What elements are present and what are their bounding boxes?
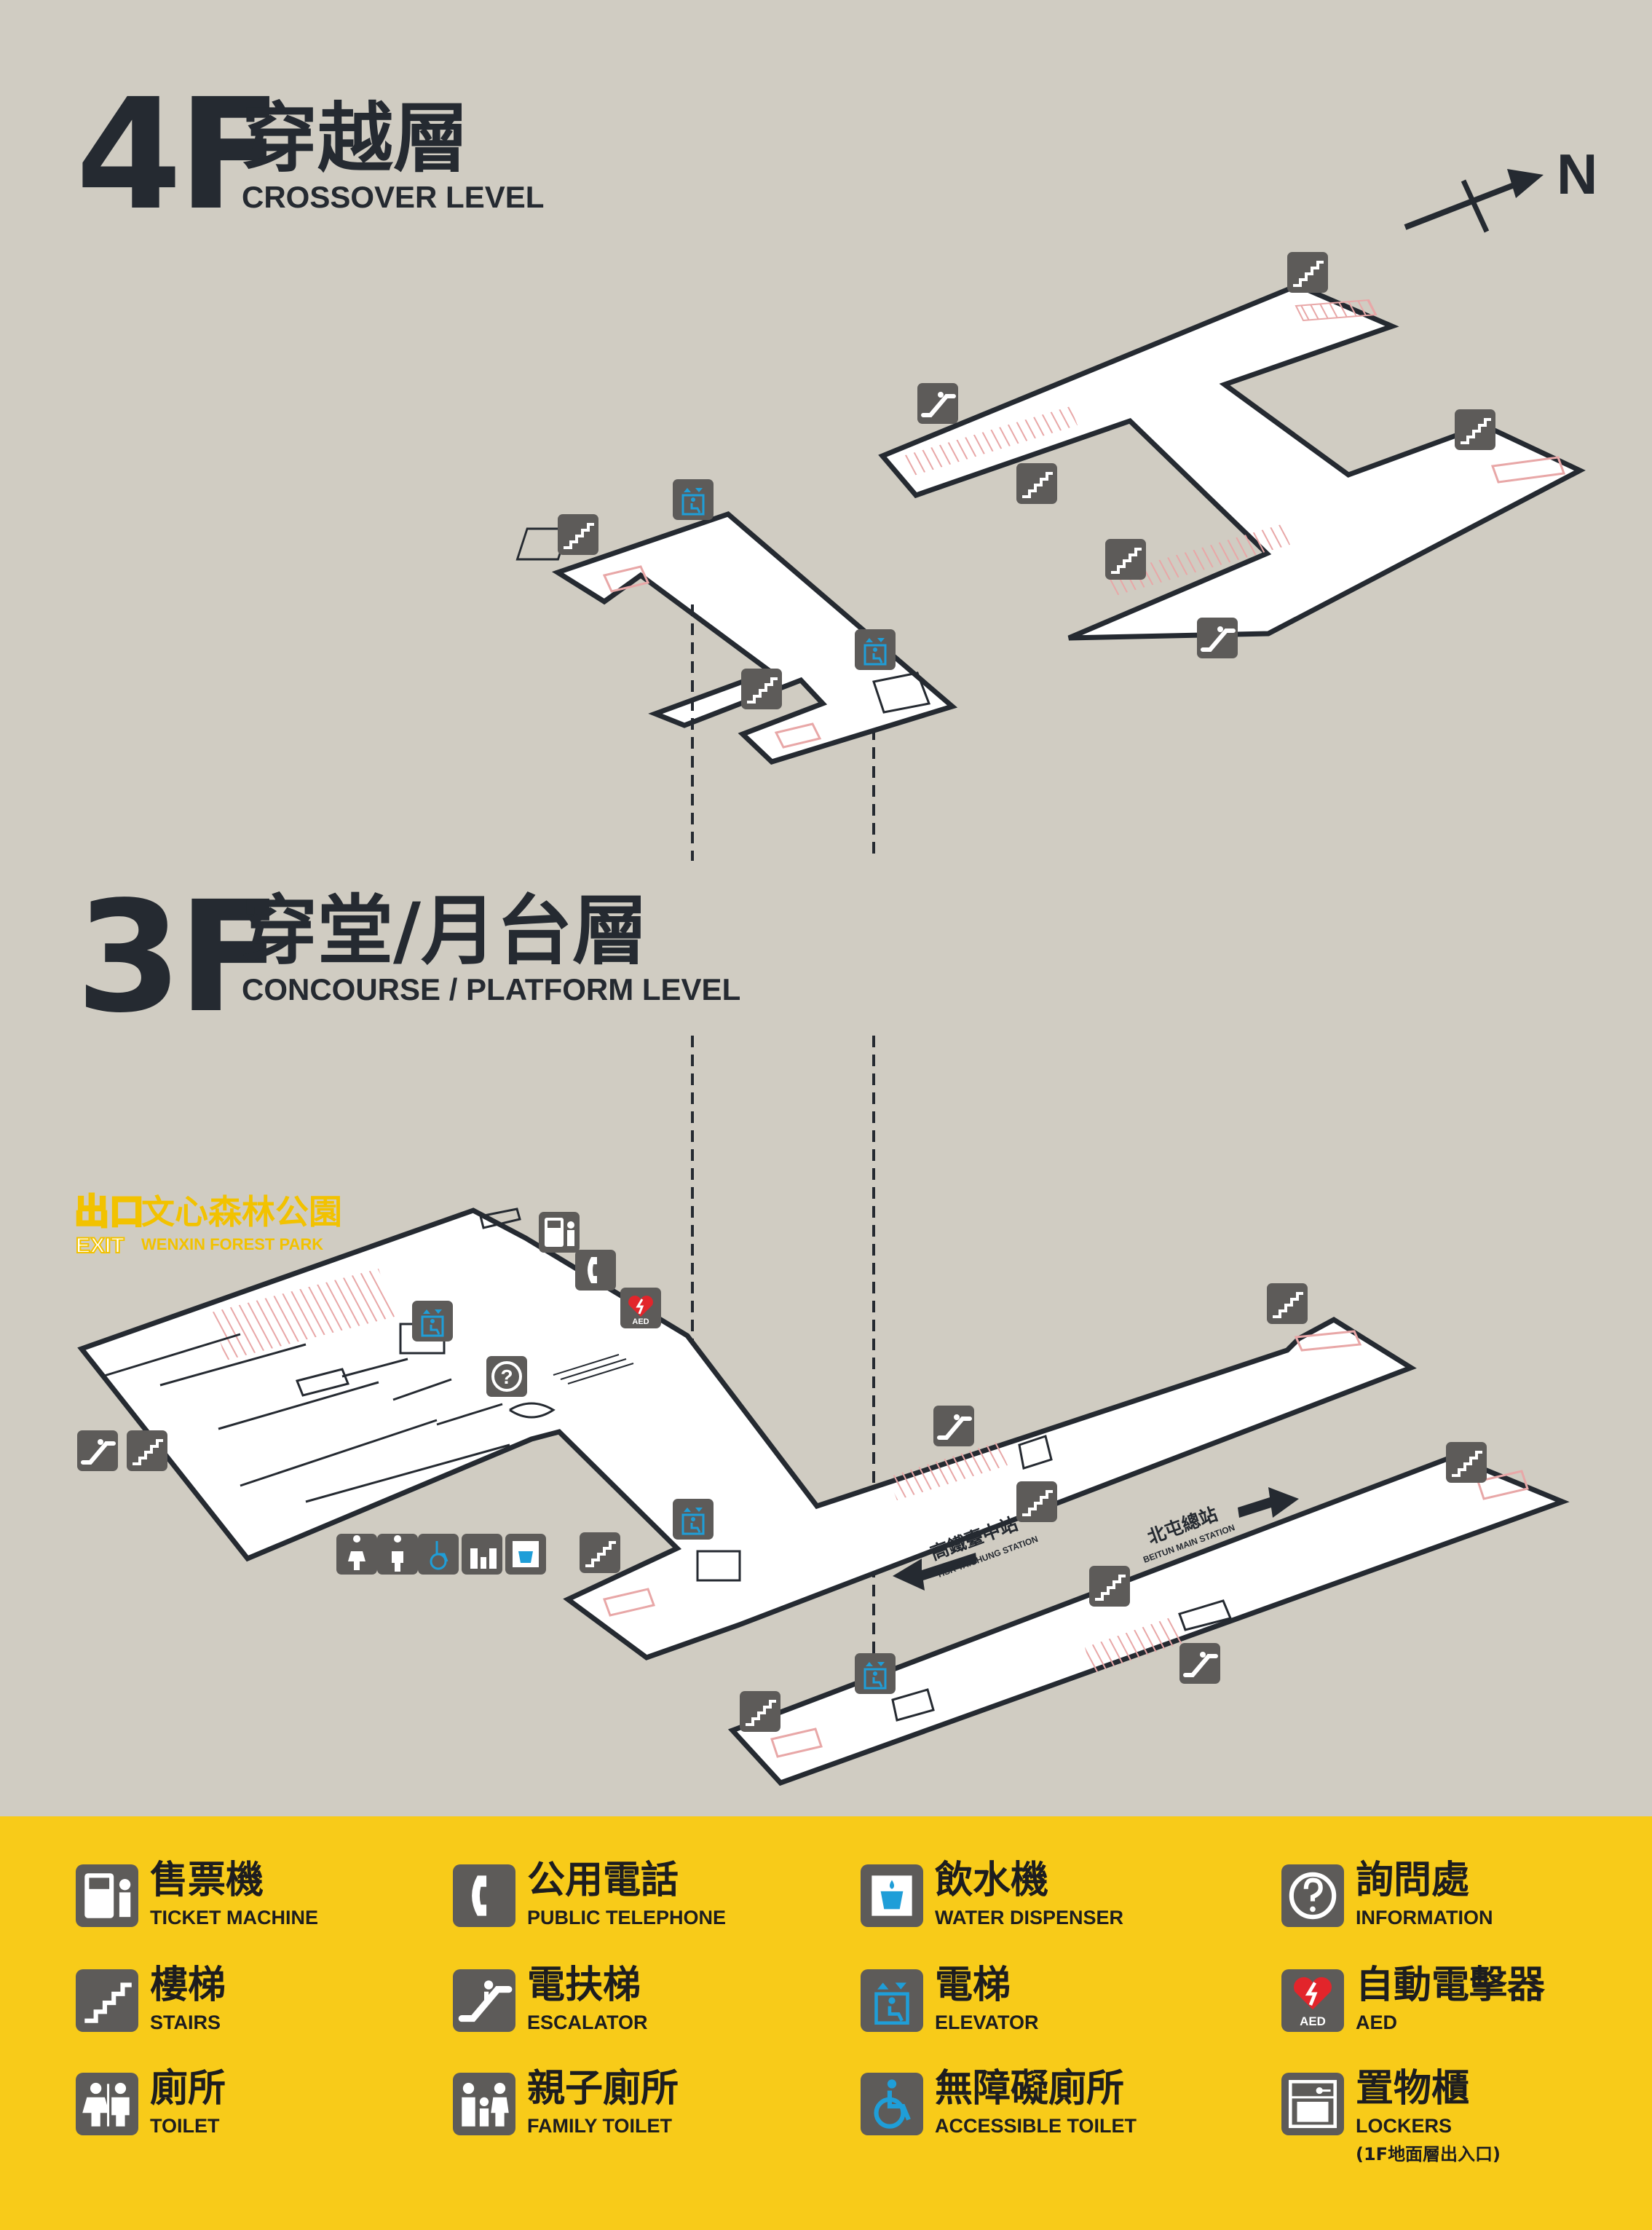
legend-label-en: TICKET MACHINE	[150, 1907, 318, 1928]
legend-accessible-toilet: 無障礙廁所 ACCESSIBLE TOILET	[861, 2068, 1254, 2153]
stairs-icon	[1265, 1282, 1309, 1325]
elevator-icon	[671, 1497, 715, 1541]
exit-destination-en: WENXIN FOREST PARK	[141, 1235, 323, 1253]
telephone-icon	[575, 1250, 616, 1291]
elevator-icon	[861, 1969, 923, 2032]
legend: 售票機 TICKET MACHINE 公用電話 PUBLIC TELEPHONE…	[0, 1816, 1652, 2230]
north-label: N	[1557, 142, 1598, 206]
legend-label-zh: 樓梯	[150, 1963, 226, 2007]
legend-label-zh: 親子廁所	[527, 2067, 679, 2111]
legend-aed: AED 自動電擊器 AED	[1281, 1964, 1652, 2049]
exit-sign: 出口 EXIT 文心森林公園 WENXIN FOREST PARK	[74, 1191, 343, 1259]
stairs-icon	[740, 667, 783, 711]
information-icon	[485, 1355, 529, 1398]
toilet-icon	[76, 2073, 138, 2135]
elevator-icon	[853, 628, 897, 671]
legend-label-en: INFORMATION	[1356, 1907, 1493, 1928]
legend-label-zh: 廁所	[150, 2067, 226, 2111]
legend-label-en: LOCKERS	[1356, 2115, 1453, 2137]
level-3f-name-en: CONCOURSE / PLATFORM LEVEL	[242, 972, 741, 1006]
legend-toilet: 廁所 TOILET	[76, 2068, 469, 2153]
stairs-icon	[1453, 408, 1497, 452]
legend-label-en: AED	[1356, 2012, 1398, 2033]
legend-stairs: 樓梯 STAIRS	[76, 1964, 469, 2049]
crossover-h-block	[878, 283, 1586, 641]
legend-label-zh: 詢問處	[1356, 1859, 1470, 1902]
ticket-machine-icon	[76, 1864, 138, 1927]
legend-lockers-note: (1F地面層出入口)	[1356, 2144, 1501, 2164]
elevator-icon	[671, 478, 715, 521]
legend-family-toilet: 親子廁所 FAMILY TOILET	[453, 2068, 846, 2153]
legend-water-dispenser: 飲水機 WATER DISPENSER	[861, 1859, 1254, 1945]
information-icon	[1281, 1864, 1344, 1927]
legend-lockers: 置物櫃 LOCKERS (1F地面層出入口)	[1281, 2068, 1652, 2164]
lockers-icon	[1281, 2073, 1344, 2135]
family-toilet-icon	[453, 2073, 515, 2135]
legend-label-zh: 置物櫃	[1356, 2067, 1470, 2111]
legend-label-zh: 自動電擊器	[1356, 1963, 1546, 2007]
legend-elevator: 電梯 ELEVATOR	[861, 1964, 1254, 2049]
escalator-icon	[453, 1969, 515, 2032]
elevator-icon	[853, 1652, 897, 1695]
level-4f-name-zh: 穿越層	[242, 94, 470, 183]
legend-label-en: TOILET	[150, 2115, 220, 2137]
aed-map-label: AED	[632, 1317, 649, 1326]
legend-label-zh: 電梯	[935, 1963, 1011, 2007]
toilet-row	[336, 1534, 546, 1575]
stairs-icon	[1088, 1564, 1131, 1608]
level-4f-number: 4F	[76, 66, 282, 244]
stairs-icon	[1444, 1441, 1488, 1484]
telephone-icon	[453, 1864, 515, 1927]
escalator-icon	[77, 1430, 118, 1471]
escalator-icon	[917, 383, 958, 424]
legend-label-zh: 飲水機	[935, 1859, 1049, 1902]
legend-escalator: 電扶梯 ESCALATOR	[453, 1964, 846, 2049]
accessible-toilet-icon	[861, 2073, 923, 2135]
legend-label-en: WATER DISPENSER	[935, 1907, 1124, 1928]
stairs-icon	[738, 1690, 782, 1733]
legend-label-zh: 電扶梯	[527, 1963, 641, 2007]
stairs-icon	[1015, 1480, 1059, 1524]
floor-plan: 高鐵臺中站 HSR TAICHUNG STATION 北屯總站 BEITUN M…	[74, 169, 1586, 1786]
ticket-machine-icon	[539, 1212, 580, 1253]
legend-ticket-machine: 售票機 TICKET MACHINE	[76, 1859, 469, 1945]
legend-telephone: 公用電話 PUBLIC TELEPHONE	[453, 1859, 846, 1945]
legend-label-en: ELEVATOR	[935, 2012, 1039, 2033]
exit-label-en: EXIT	[76, 1234, 125, 1258]
escalator-icon	[1197, 618, 1238, 658]
aed-icon: AED	[1281, 1969, 1344, 2032]
stairs-icon	[1104, 537, 1147, 581]
stairs-icon	[125, 1429, 169, 1473]
legend-label-zh: 售票機	[150, 1859, 264, 1902]
water-dispenser-icon	[861, 1864, 923, 1927]
legend-label-en: STAIRS	[150, 2012, 221, 2033]
legend-label-en: FAMILY TOILET	[527, 2115, 673, 2137]
north-arrow-icon	[1404, 169, 1544, 233]
stairs-icon	[1015, 462, 1059, 505]
escalator-icon	[933, 1406, 974, 1446]
legend-label-en: PUBLIC TELEPHONE	[527, 1907, 727, 1928]
stairs-icon	[578, 1531, 622, 1575]
legend-information: 詢問處 INFORMATION	[1281, 1859, 1652, 1945]
stairs-icon	[556, 513, 600, 556]
level-3f-number: 3F	[76, 868, 282, 1047]
escalator-icon	[1179, 1643, 1220, 1684]
level-4f-name-en: CROSSOVER LEVEL	[242, 180, 545, 214]
exit-label-zh: 出口	[74, 1191, 144, 1232]
legend-label-zh: 無障礙廁所	[935, 2067, 1125, 2111]
platform-block	[727, 1454, 1570, 1786]
exit-destination-zh: 文心森林公園	[141, 1192, 342, 1232]
stairs-icon	[1286, 251, 1329, 294]
elevator-icon	[411, 1299, 454, 1343]
stairs-icon	[76, 1969, 138, 2032]
level-3f-name-zh: 穿堂/月台層	[242, 886, 648, 975]
svg-text:AED: AED	[1300, 2014, 1326, 2028]
legend-label-zh: 公用電話	[527, 1859, 679, 1902]
legend-label-en: ACCESSIBLE TOILET	[935, 2115, 1137, 2137]
legend-label-en: ESCALATOR	[527, 2012, 648, 2033]
